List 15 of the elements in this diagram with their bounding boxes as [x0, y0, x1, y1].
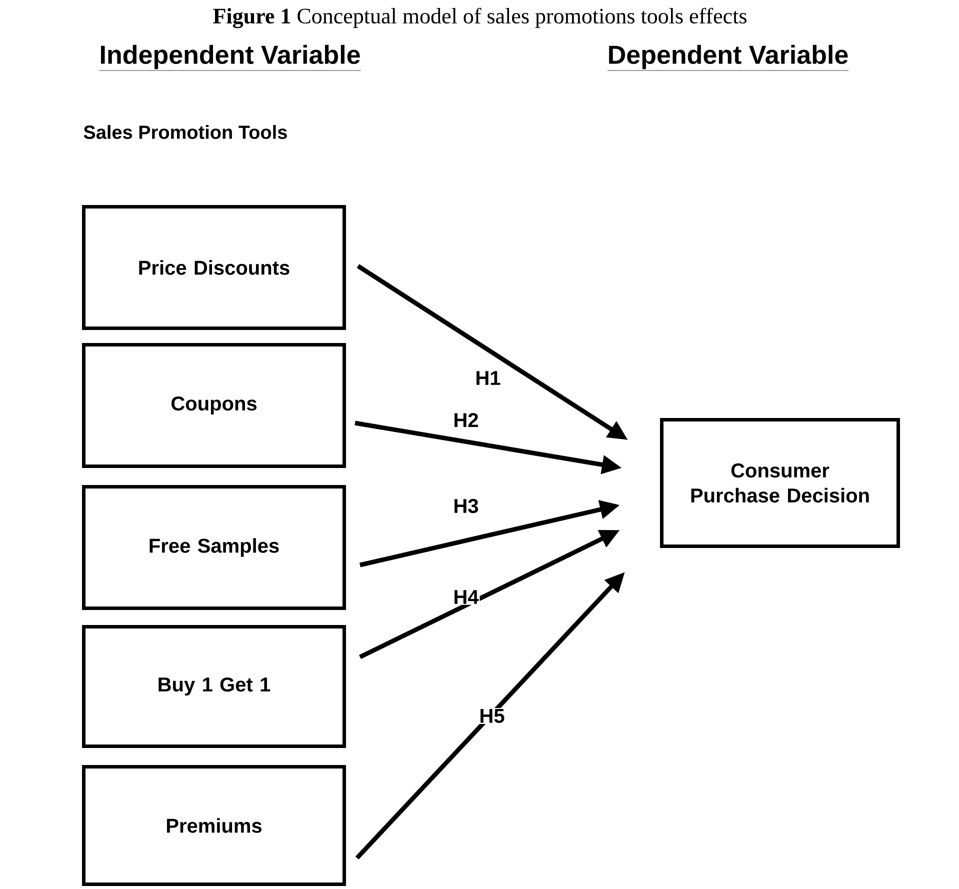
figure-title: Figure 1 Conceptual model of sales promotions tools effects	[213, 8, 746, 28]
edge-label: H4	[452, 589, 480, 605]
heading: Dependent Variable	[607, 44, 849, 71]
heading: Independent Variable	[99, 44, 361, 71]
edge-label: H2	[452, 412, 480, 428]
variable-box: Free Samples	[82, 485, 346, 610]
heading: Sales Promotion Tools	[84, 125, 287, 139]
variable-box: Coupons	[82, 343, 346, 468]
variable-box: Price Discounts	[82, 205, 346, 330]
edge-label: H3	[452, 498, 480, 514]
edge-label: H5	[478, 708, 506, 724]
variable-box: Premiums	[82, 765, 346, 886]
edge-label: H1	[474, 370, 502, 386]
variable-box: Consumer Purchase Decision	[660, 418, 900, 548]
variable-box: Buy 1 Get 1	[82, 625, 346, 748]
